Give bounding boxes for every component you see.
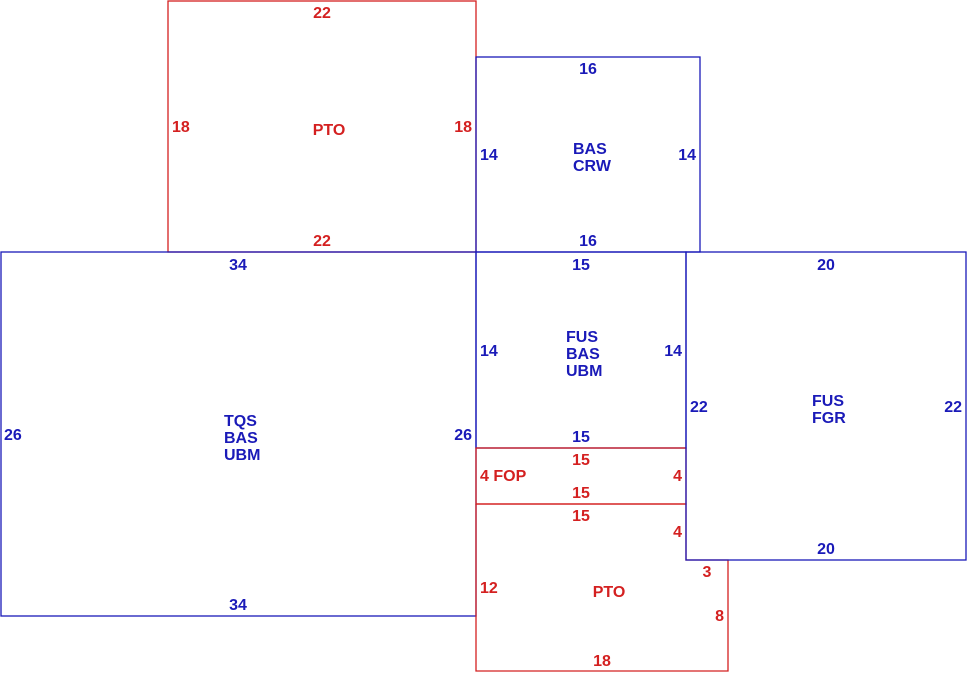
- fop-dim-top: 15: [572, 452, 590, 469]
- fus-fgr-label-line-1: FUS: [812, 393, 844, 410]
- tqs-label-line-1: TQS: [224, 413, 257, 430]
- fus-bas-ubm-label-line-2: BAS: [566, 346, 600, 363]
- fop-label: 4 FOP: [480, 468, 527, 485]
- fop-dim-bottom: 15: [572, 485, 590, 502]
- fus-fgr-outline: [685, 251, 967, 561]
- area-fop: 4 FOP 15 15 4: [475, 447, 687, 505]
- pto-top-label: PTO: [313, 122, 346, 139]
- fus-bas-ubm-dim-left: 14: [480, 343, 498, 360]
- fop-dim-right: 4: [673, 468, 682, 485]
- fus-fgr-dim-left: 22: [690, 399, 708, 416]
- fus-fgr-dim-top: 20: [817, 257, 835, 274]
- area-tqs-bas-ubm: TQS BAS UBM 34 34 26 26: [0, 251, 477, 617]
- pto-bottom-dim-right-upper: 4: [673, 524, 682, 541]
- pto-top-dim-bottom: 22: [313, 233, 331, 250]
- fus-bas-ubm-label-line-3: UBM: [566, 363, 602, 380]
- area-pto-bottom: PTO 15 12 4 3 8 18: [475, 503, 729, 672]
- pto-top-dim-right: 18: [454, 119, 472, 136]
- pto-bottom-dim-top: 15: [572, 508, 590, 525]
- fus-fgr-label-line-2: FGR: [812, 410, 846, 427]
- fus-bas-ubm-dim-bottom: 15: [572, 429, 590, 446]
- fus-bas-ubm-dim-top: 15: [572, 257, 590, 274]
- fus-bas-ubm-dim-right: 14: [664, 343, 682, 360]
- tqs-dim-bottom: 34: [229, 597, 247, 614]
- area-fus-fgr: FUS FGR 20 20 22 22: [685, 251, 967, 561]
- pto-bottom-label: PTO: [593, 584, 626, 601]
- bas-crw-dim-left: 14: [480, 147, 498, 164]
- fus-bas-ubm-label-line-1: FUS: [566, 329, 598, 346]
- bas-crw-dim-top: 16: [579, 61, 597, 78]
- bas-crw-dim-right: 14: [678, 147, 696, 164]
- pto-top-dim-left: 18: [172, 119, 190, 136]
- area-fus-bas-ubm: FUS BAS UBM 15 15 14 14: [475, 251, 687, 449]
- fus-fgr-dim-right: 22: [944, 399, 962, 416]
- pto-bottom-dim-right-lower: 8: [715, 608, 724, 625]
- fus-fgr-dim-bottom: 20: [817, 541, 835, 558]
- tqs-dim-top: 34: [229, 257, 247, 274]
- tqs-label-line-3: UBM: [224, 447, 260, 464]
- pto-top-dim-top: 22: [313, 5, 331, 22]
- pto-bottom-dim-left: 12: [480, 580, 498, 597]
- tqs-dim-right: 26: [454, 427, 472, 444]
- tqs-dim-left: 26: [4, 427, 22, 444]
- area-bas-crw: BAS CRW 16 16 14 14: [475, 56, 701, 253]
- pto-bottom-dim-notch: 3: [703, 564, 712, 581]
- tqs-label-line-2: BAS: [224, 430, 258, 447]
- bas-crw-label-line-1: BAS: [573, 141, 607, 158]
- bas-crw-dim-bottom: 16: [579, 233, 597, 250]
- pto-bottom-dim-bottom: 18: [593, 653, 611, 670]
- bas-crw-label-line-2: CRW: [573, 158, 612, 175]
- area-pto-top: PTO 22 22 18 18: [167, 0, 477, 253]
